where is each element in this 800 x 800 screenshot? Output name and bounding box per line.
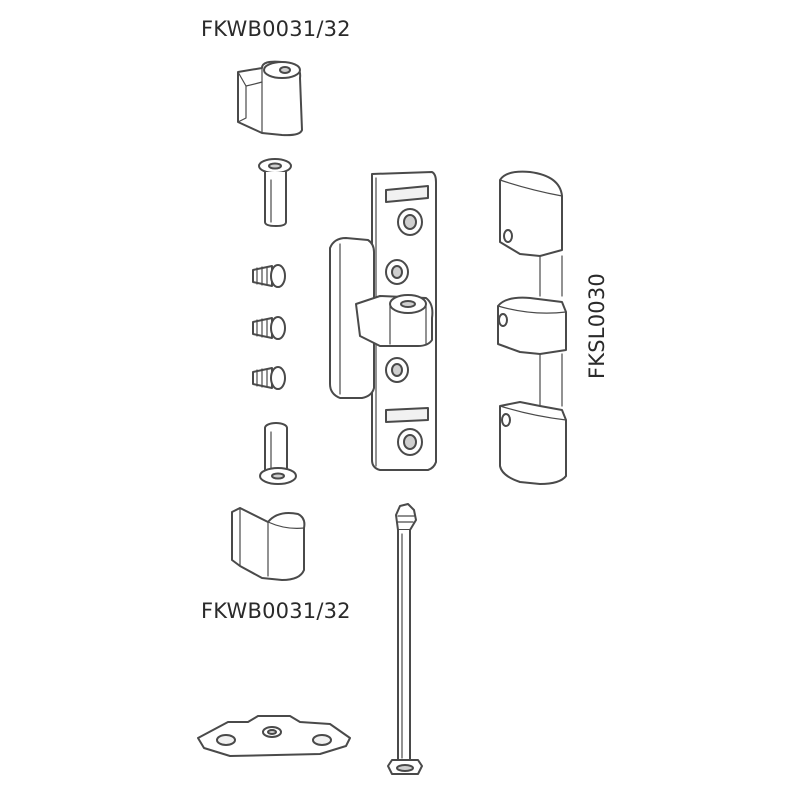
bottom-bushing: [231, 507, 306, 581]
screw-1: [252, 264, 286, 288]
base-plate: [197, 715, 351, 757]
bottom-pin-sleeve: [259, 422, 297, 485]
hinge-pin: [387, 503, 423, 775]
bottom-bush-part-label: FKWB0031/32: [201, 599, 351, 623]
screw-2: [252, 316, 286, 340]
top-pin-sleeve: [258, 158, 292, 227]
hinge-cover: [497, 170, 567, 485]
hinge-body: [329, 171, 437, 471]
screw-3: [252, 366, 286, 390]
top-bushing: [237, 60, 303, 137]
top-bush-part-label: FKWB0031/32: [201, 17, 351, 41]
